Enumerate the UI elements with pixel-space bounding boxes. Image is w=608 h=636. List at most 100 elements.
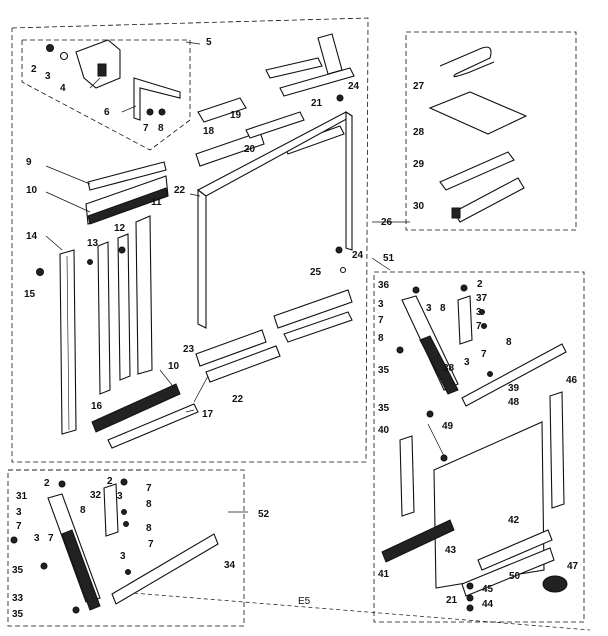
callout-51: 51 xyxy=(383,253,395,264)
callout-46: 46 xyxy=(566,375,578,386)
callout-24: 24 xyxy=(352,250,364,261)
bracket-subgroup xyxy=(46,39,181,121)
jamb-inner xyxy=(117,233,131,381)
callout-9: 9 xyxy=(26,157,32,168)
left-vertical-parts xyxy=(36,161,181,435)
callout-3: 3 xyxy=(117,491,123,502)
screw-left-edge xyxy=(10,536,18,544)
callout-32: 32 xyxy=(90,490,102,501)
hinge-bar-part-32 xyxy=(103,483,119,537)
bracket-subgroup-box xyxy=(21,39,191,151)
callout-41: 41 xyxy=(378,569,390,580)
callout-36: 36 xyxy=(378,280,390,291)
callout-5: 5 xyxy=(206,37,212,48)
callout-48: 48 xyxy=(508,397,520,408)
callout-37: 37 xyxy=(476,293,488,304)
bottom-rail-part-22 xyxy=(205,345,281,383)
callout-22: 22 xyxy=(174,185,186,196)
washer-right-3b xyxy=(487,371,493,377)
screw-part-2-left-a xyxy=(58,480,66,488)
callout-3: 3 xyxy=(464,357,470,368)
washer-part-25 xyxy=(339,266,347,274)
rail-part-34 xyxy=(111,533,219,605)
washer-left-8b xyxy=(123,521,129,527)
callout-17: 17 xyxy=(202,409,214,420)
callout-3: 3 xyxy=(378,299,384,310)
bottom-rail-right-lower xyxy=(283,311,353,343)
callout-23: 23 xyxy=(183,344,195,355)
callout-13: 13 xyxy=(87,238,99,249)
callout-3: 3 xyxy=(34,533,40,544)
diagram-caption: E5 xyxy=(298,596,311,607)
callout-3: 3 xyxy=(45,71,51,82)
rail-part-39 xyxy=(461,343,567,407)
callout-2: 2 xyxy=(31,64,37,75)
callout-21: 21 xyxy=(311,98,323,109)
top-end-cap xyxy=(317,33,343,75)
clip-part-49 xyxy=(440,454,448,462)
callout-40: 40 xyxy=(378,425,390,436)
callout-21: 21 xyxy=(446,595,458,606)
callout-7: 7 xyxy=(143,123,149,134)
callout-8: 8 xyxy=(506,337,512,348)
callout-52: 52 xyxy=(258,509,270,520)
callout-42: 42 xyxy=(508,515,520,526)
jamb-part-11 xyxy=(135,215,153,375)
screw-part-2-right-a xyxy=(412,286,420,294)
callout-22: 22 xyxy=(232,394,244,405)
callout-11: 11 xyxy=(151,197,162,208)
callout-26: 26 xyxy=(381,217,393,228)
angle-bracket-part-6 xyxy=(133,77,181,121)
callout-34: 34 xyxy=(224,560,236,571)
screw-part-35-left xyxy=(40,562,48,570)
screw-part-24-top xyxy=(336,94,344,102)
callout-35: 35 xyxy=(12,565,24,576)
strip-part-9 xyxy=(87,161,167,191)
callout-2: 2 xyxy=(44,478,50,489)
washer-left-3 xyxy=(125,569,131,575)
strip-end-30 xyxy=(451,207,461,219)
callout-7: 7 xyxy=(378,315,384,326)
callout-8: 8 xyxy=(440,303,446,314)
callout-12: 12 xyxy=(114,223,126,234)
callout-3: 3 xyxy=(426,303,432,314)
screw-part-2 xyxy=(46,44,54,52)
callout-8: 8 xyxy=(158,123,164,134)
callout-3: 3 xyxy=(120,551,126,562)
callout-4: 4 xyxy=(60,83,66,94)
callout-2: 2 xyxy=(107,476,113,487)
callout-28: 28 xyxy=(413,127,425,138)
right-door-assembly xyxy=(381,284,568,612)
callout-6: 6 xyxy=(104,107,110,118)
hinge-arm-shade-38 xyxy=(419,335,459,395)
strip-part-29 xyxy=(439,151,515,191)
callout-7: 7 xyxy=(16,521,22,532)
jamb-groove xyxy=(66,255,70,431)
callout-3: 3 xyxy=(16,507,22,518)
washer-right-7 xyxy=(481,323,487,329)
hinge-arm-shade-33 xyxy=(61,529,101,611)
callout-16: 16 xyxy=(91,401,103,412)
frame-left-leg xyxy=(197,188,207,329)
callout-33: 33 xyxy=(12,593,24,604)
callout-10: 10 xyxy=(26,185,38,196)
frame-bottom-parts xyxy=(107,289,353,449)
callout-38: 38 xyxy=(443,363,455,374)
channel-part-19 xyxy=(195,131,265,167)
post-part-46 xyxy=(549,391,565,509)
track-part-10-bottom xyxy=(91,383,181,433)
screw-part-7 xyxy=(146,108,154,116)
frame-right-leg xyxy=(345,110,353,251)
callout-15: 15 xyxy=(24,289,36,300)
callout-7: 7 xyxy=(481,349,487,360)
callout-3: 3 xyxy=(476,307,482,318)
parts-kit xyxy=(428,46,528,223)
screw-part-35-left-b xyxy=(72,606,80,614)
left-hinge-assembly xyxy=(10,478,219,614)
bottom-rail-right xyxy=(273,289,353,329)
channel-cap xyxy=(245,111,305,139)
callout-24: 24 xyxy=(348,81,360,92)
strip-part-30 xyxy=(453,177,525,223)
hinge-bar-part-37 xyxy=(457,295,473,345)
